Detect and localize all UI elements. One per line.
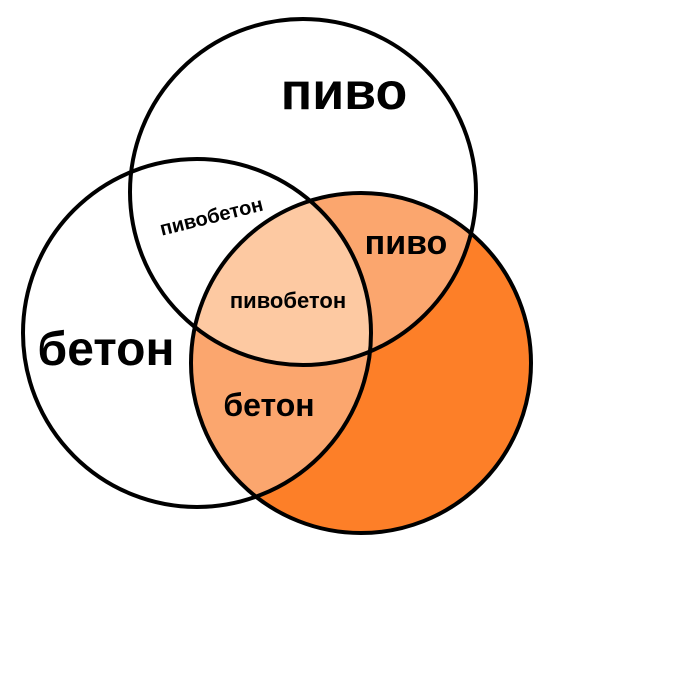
left-circle: [21, 157, 373, 509]
triple-overlap-fill: [191, 193, 371, 365]
label-center: пивобетон: [230, 288, 346, 313]
top-circle: [128, 17, 478, 367]
label-top: пиво: [281, 63, 407, 121]
label-top-right-overlap: пиво: [365, 224, 448, 262]
orange-circle: [189, 191, 533, 535]
label-left: бетон: [38, 323, 175, 376]
label-bottom-overlap: бетон: [223, 387, 314, 423]
